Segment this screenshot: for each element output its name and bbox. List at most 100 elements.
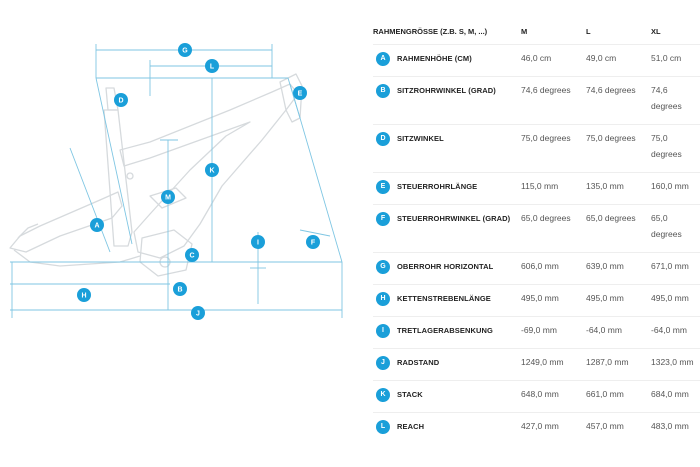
value-cell-l: -64,0 mm — [586, 316, 651, 349]
value-cell-l: 1287,0 mm — [586, 348, 651, 381]
marker-h: H — [77, 288, 91, 302]
marker-badge: H — [376, 292, 390, 306]
value-cell-l: 457,0 mm — [586, 412, 651, 444]
svg-text:H: H — [81, 293, 86, 300]
value-l: 135,0 mm — [586, 181, 624, 191]
value-l: 1287,0 mm — [586, 357, 629, 367]
value-cell-m: 74,6 degrees — [521, 76, 586, 125]
dimension-markers: G L D E K M A I F C H B J — [77, 43, 320, 320]
row-label-text: SITZWINKEL — [397, 134, 444, 143]
value-cell-l: 639,0 mm — [586, 252, 651, 285]
value-xl: -64,0 mm — [651, 325, 687, 335]
row-label-text: STACK — [397, 390, 423, 399]
table-row-head-tube-length: E STEUERROHRLÄNGE 115,0 mm 135,0 mm 160,0 mm — [373, 172, 700, 205]
marker-k: K — [205, 163, 219, 177]
value-xl: 75,0 degrees — [651, 133, 682, 159]
row-label-text: REACH — [397, 422, 425, 431]
row-label-cell: D SITZWINKEL — [373, 124, 521, 173]
header-size-l: L — [586, 26, 591, 36]
value-m: 46,0 cm — [521, 53, 552, 63]
value-cell-xl: 75,0 degrees — [651, 124, 700, 173]
row-label-text: STEUERROHRWINKEL (GRAD) — [397, 214, 511, 223]
value-cell-m: 427,0 mm — [521, 412, 586, 444]
value-cell-m: -69,0 mm — [521, 316, 586, 349]
header-size-xl: XL — [651, 26, 661, 36]
marker-f: F — [306, 235, 320, 249]
marker-m: M — [161, 190, 175, 204]
bike-geometry-diagram: G L D E K M A I F C H B J — [9, 43, 343, 320]
bike-frame-outline — [9, 73, 303, 277]
row-label-text: RAHMENHÖHE (CM) — [397, 54, 472, 63]
value-xl: 495,0 mm — [651, 293, 689, 303]
svg-text:J: J — [196, 311, 200, 318]
value-cell-xl: 671,0 mm — [651, 252, 700, 285]
value-cell-xl: 74,6 degrees — [651, 76, 700, 125]
row-label-text: OBERROHR HORIZONTAL — [397, 262, 494, 271]
value-cell-l: 65,0 degrees — [586, 204, 651, 253]
marker-a: A — [90, 218, 104, 232]
value-cell-xl: 160,0 mm — [651, 172, 700, 205]
value-xl: 1323,0 mm — [651, 357, 694, 367]
row-label: D SITZWINKEL — [373, 125, 521, 146]
value-l: 74,6 degrees — [586, 85, 636, 95]
value-cell-xl: 684,0 mm — [651, 380, 700, 413]
value-l: 661,0 mm — [586, 389, 624, 399]
value-cell-l: 495,0 mm — [586, 284, 651, 317]
value-l: 75,0 degrees — [586, 133, 636, 143]
value-l: 65,0 degrees — [586, 213, 636, 223]
value-l: 639,0 mm — [586, 261, 624, 271]
row-label-cell: E STEUERROHRLÄNGE — [373, 172, 521, 205]
value-l: 49,0 cm — [586, 53, 617, 63]
value-cell-xl: -64,0 mm — [651, 316, 700, 349]
marker-i: I — [251, 235, 265, 249]
value-l: 495,0 mm — [586, 293, 624, 303]
marker-badge: J — [376, 356, 390, 370]
header-frame-size-label: RAHMENGRÖSSE (Z.B. S, M, ...) — [373, 26, 488, 36]
row-label-text: SITZROHRWINKEL (GRAD) — [397, 86, 496, 95]
marker-e: E — [293, 86, 307, 100]
value-xl: 65,0 degrees — [651, 213, 682, 239]
marker-d: D — [114, 93, 128, 107]
row-label: E STEUERROHRLÄNGE — [373, 173, 521, 194]
value-xl: 74,6 degrees — [651, 85, 682, 111]
svg-text:M: M — [165, 195, 171, 202]
marker-l: L — [205, 59, 219, 73]
value-m: 648,0 mm — [521, 389, 559, 399]
marker-g: G — [178, 43, 192, 57]
svg-text:I: I — [257, 240, 259, 247]
value-m: 115,0 mm — [521, 181, 559, 191]
value-m: 75,0 degrees — [521, 133, 571, 143]
marker-badge: K — [376, 388, 390, 402]
svg-text:G: G — [182, 48, 188, 55]
row-label-text: STEUERROHRLÄNGE — [397, 182, 478, 191]
svg-text:F: F — [311, 240, 316, 247]
value-xl: 483,0 mm — [651, 421, 689, 431]
value-m: 606,0 mm — [521, 261, 559, 271]
marker-b: B — [173, 282, 187, 296]
row-label-cell: K STACK — [373, 380, 521, 413]
marker-badge: D — [376, 132, 390, 146]
value-xl: 160,0 mm — [651, 181, 689, 191]
marker-badge: I — [376, 324, 390, 338]
dimension-lines — [10, 44, 343, 318]
marker-badge: E — [376, 180, 390, 194]
header-size-m: M — [521, 26, 528, 36]
